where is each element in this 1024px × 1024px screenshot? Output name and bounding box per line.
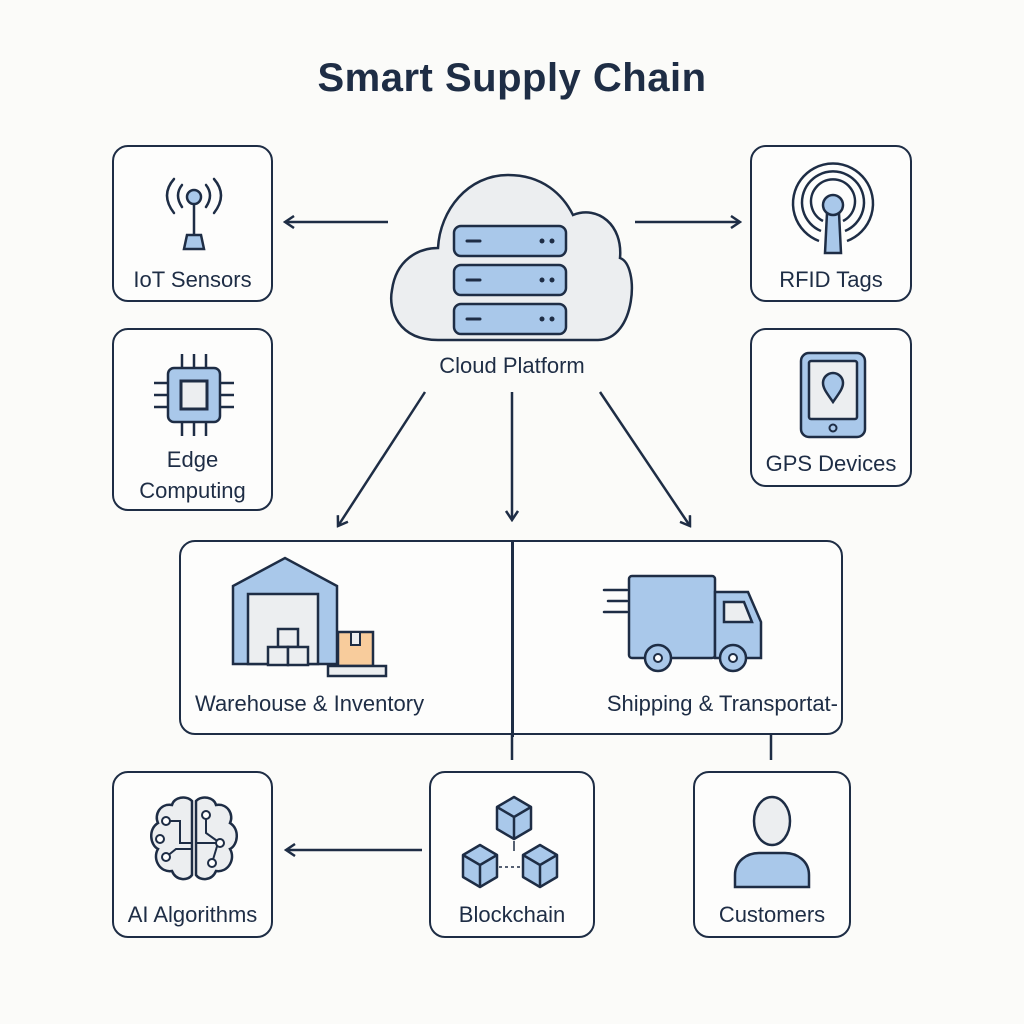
truck-icon	[602, 574, 763, 673]
operations-node: Warehouse & Inventory Shipping & Transpo…	[179, 540, 843, 737]
gps-phone-icon	[799, 351, 867, 439]
gps-devices-label: GPS Devices	[765, 451, 897, 476]
cloud-platform-node[interactable]: Cloud Platform	[380, 160, 644, 390]
diagram-title: Smart Supply Chain	[317, 56, 707, 100]
blockchain-node[interactable]: Blockchain	[429, 771, 595, 938]
chip-icon	[154, 354, 234, 436]
shipping-transportation-label: Shipping & Transportat-	[606, 691, 838, 716]
customers-node[interactable]: Customers	[693, 771, 851, 938]
iot-sensors-label: IoT Sensors	[133, 267, 252, 292]
rfid-tags-node[interactable]: RFID Tags	[750, 145, 912, 302]
cloud-platform-label: Cloud Platform	[439, 353, 585, 378]
rfid-tags-label: RFID Tags	[779, 267, 883, 292]
user-icon	[733, 795, 811, 889]
edge-computing-label-line1: Edge	[166, 447, 219, 472]
ai-algorithms-label: AI Algorithms	[127, 902, 258, 927]
arrow-cloud-to-warehouse	[338, 391, 427, 526]
warehouse-icon	[231, 556, 388, 678]
blockchain-label: Blockchain	[458, 902, 566, 927]
brain-icon	[150, 796, 238, 881]
warehouse-inventory-node[interactable]: Warehouse & Inventory	[181, 542, 511, 733]
customers-label: Customers	[718, 902, 826, 927]
gps-devices-node[interactable]: GPS Devices	[750, 328, 912, 487]
warehouse-inventory-label: Warehouse & Inventory	[195, 691, 425, 716]
divider	[511, 540, 514, 737]
cloud-server-icon	[389, 173, 634, 342]
edge-computing-label-line2: Computing	[139, 478, 246, 503]
edge-computing-node[interactable]: Edge Computing	[112, 328, 273, 511]
ai-algorithms-node[interactable]: AI Algorithms	[112, 771, 273, 938]
rfid-signal-icon	[791, 162, 875, 255]
shipping-transportation-node[interactable]: Shipping & Transportat-	[514, 542, 841, 733]
arrow-cloud-to-shipping	[598, 391, 690, 526]
blocks-icon	[461, 795, 559, 889]
iot-sensors-node[interactable]: IoT Sensors	[112, 145, 273, 302]
antenna-icon	[165, 177, 223, 251]
